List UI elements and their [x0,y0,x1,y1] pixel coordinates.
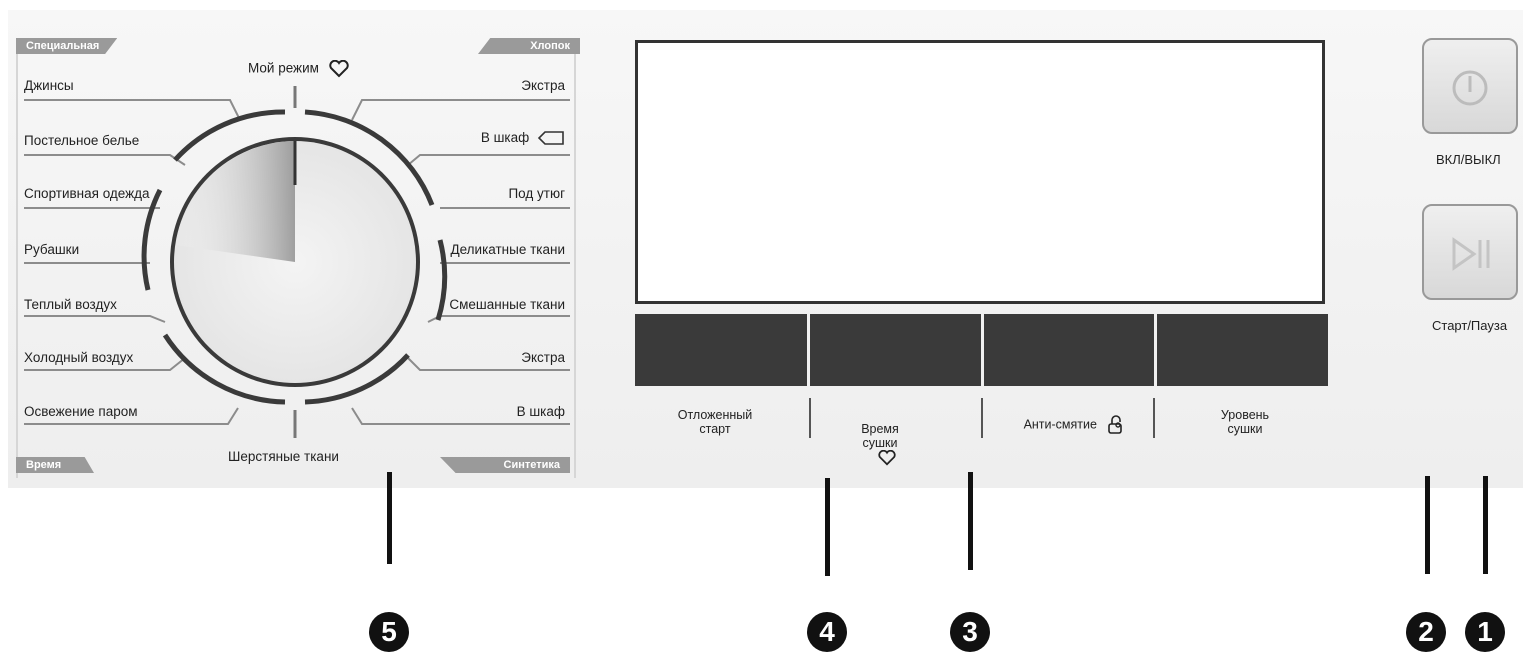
corner-label-cotton: Хлопок [478,38,580,54]
heart-icon [329,59,349,78]
dry-level-button[interactable] [1157,314,1328,386]
start-pause-label: Старт/Пауза [1432,318,1508,333]
callout-number-5: 5 [369,612,409,652]
heart-icon [878,449,896,466]
anti-crease-label: Анти-смятие [1000,414,1150,436]
callout-number-4: 4 [807,612,847,652]
corner-label-synthetic: Синтетика [440,457,570,473]
program-warm-air[interactable]: Теплый воздух [24,297,117,312]
lock-child-icon [1108,415,1123,434]
separator [809,398,811,438]
separator [981,398,983,438]
program-dial[interactable] [0,0,600,480]
frame-left-line [16,38,18,478]
program-steam-refresh[interactable]: Освежение паром [24,404,138,419]
dial-top-label: Мой режим [248,59,349,78]
dial-bottom-label: Шерстяные ткани [228,449,339,464]
anti-crease-button[interactable] [984,314,1154,386]
program-cold-air[interactable]: Холодный воздух [24,350,134,365]
corner-label-time: Время [16,457,94,473]
program-shirts[interactable]: Рубашки [24,242,80,257]
dry-time-button[interactable] [810,314,981,386]
program-cotton-cupboard[interactable]: В шкаф [481,130,565,146]
program-delicates[interactable]: Деликатные ткани [450,242,565,257]
power-label: ВКЛ/ВЫКЛ [1436,152,1501,167]
dry-time-label: Время сушки [820,408,940,466]
dry-time-text: Время сушки [861,422,899,450]
delay-start-button[interactable] [635,314,807,386]
cabinet-tag-icon [537,131,564,146]
callout-line-4 [825,478,830,576]
callout-line-3 [968,472,973,570]
corner-label-special: Специальная [16,38,118,54]
dry-level-label: Уровень сушки [1220,408,1270,436]
anti-crease-text: Анти-смятие [1023,417,1097,432]
program-bedding[interactable]: Постельное белье [24,133,140,148]
power-icon [1452,70,1488,106]
my-mode-label: Мой режим [248,60,319,76]
frame-right-line [574,38,576,478]
program-cotton-cupboard-label: В шкаф [480,130,530,145]
program-sportswear[interactable]: Спортивная одежда [24,186,150,201]
start-pause-button[interactable] [1422,204,1518,300]
program-iron-dry[interactable]: Под утюг [508,186,565,201]
callout-line-5 [387,472,392,564]
separator [1153,398,1155,438]
power-button[interactable] [1422,38,1518,134]
callout-number-1: 1 [1465,612,1505,652]
program-synthetic-extra[interactable]: Экстра [521,350,565,365]
program-cotton-extra[interactable]: Экстра [521,78,565,93]
program-synthetic-cupboard[interactable]: В шкаф [516,404,565,419]
callout-line-1 [1483,476,1488,574]
callout-number-3: 3 [950,612,990,652]
callout-line-2 [1425,476,1430,574]
lcd-display [635,40,1325,304]
play-pause-icon [1452,237,1490,271]
delay-start-label: Отложенный старт [677,408,753,436]
program-mixed[interactable]: Смешанные ткани [449,297,565,312]
callout-number-2: 2 [1406,612,1446,652]
program-jeans[interactable]: Джинсы [24,78,74,93]
